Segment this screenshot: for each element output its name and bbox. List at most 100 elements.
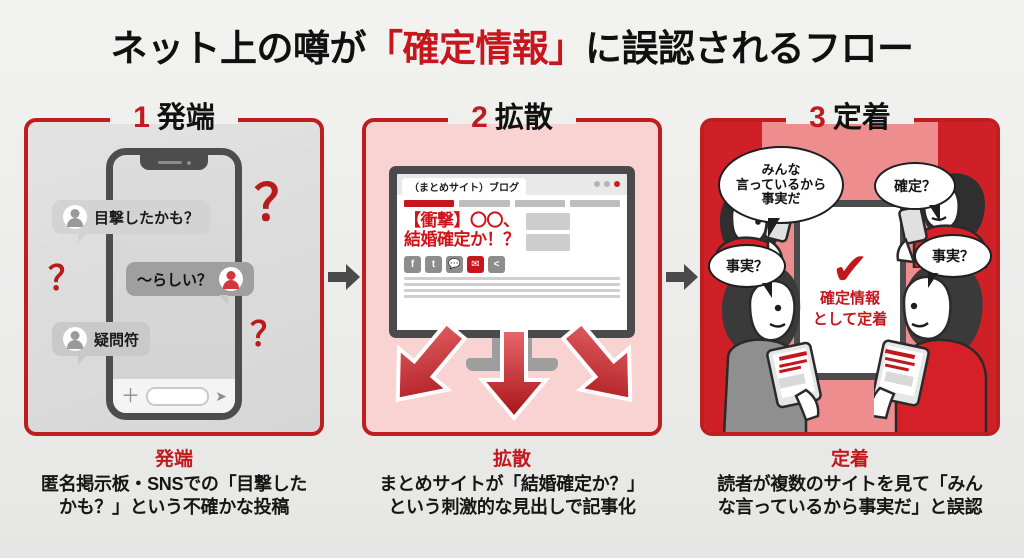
text-line (404, 283, 620, 286)
caption-line-1: 読者が複数のサイトを見て「みん (717, 474, 983, 494)
caption-heading: 発端 (154, 449, 193, 470)
person-right-front-illustration (874, 261, 988, 432)
chat-bubble-text: 〜らしい？ (137, 271, 213, 289)
header-gap-2 (448, 112, 576, 124)
twitter-icon: t (425, 256, 442, 273)
facebook-icon: f (404, 256, 421, 273)
caption-heading: 拡散 (492, 449, 531, 470)
message-input (146, 386, 210, 406)
spread-arrow-center-icon (474, 328, 554, 422)
headline-line-1: 【衝撃】〇〇、 (404, 211, 520, 230)
header-gap-1 (110, 112, 238, 124)
caption-spread: 拡散 まとめサイトが「結婚確定か？」 という刺激的な見出しで記事化 (346, 450, 678, 519)
speech-bubble-text: 事実？ (726, 257, 768, 274)
panel-spread: （まとめサイト）ブログ 【衝撃】〇〇、 結婚確定 (362, 118, 662, 436)
speech-bubble-everyone-says: みんな 言っているから 事実だ (718, 146, 844, 238)
caption-line-1: 匿名掲示板・SNSでの「目撃した (40, 474, 308, 494)
window-close-dot-icon (614, 181, 620, 187)
avatar (219, 267, 244, 291)
article-text-lines (397, 273, 627, 298)
window-controls (594, 181, 620, 187)
nav-item-active (404, 200, 455, 207)
panel-name: 発端 (156, 101, 215, 134)
flow-arrow-1 (326, 262, 362, 292)
text-line (404, 295, 620, 298)
headline-line-2: 結婚確定か！？ (404, 230, 520, 250)
panel-name: 定着 (832, 101, 891, 134)
panel-establish: ✔ 確定情報 として定着 みんな 言っているから 事実だ 確定？ 事実？ 事実？ (700, 118, 1000, 436)
chat-bubble: 〜らしい？ (126, 262, 255, 305)
comment-icon: 💬 (446, 256, 463, 273)
social-share-row: f t 💬 ✉ < (397, 251, 627, 273)
speaker-slot-icon (157, 161, 182, 164)
page-title: ネット上の噂が「確定情報」に誤認されるフロー (0, 18, 1024, 72)
speech-bubble-fact-right: 事実？ (914, 234, 992, 288)
question-mark-icon: ？ (250, 316, 284, 354)
avatar (63, 327, 87, 351)
panel-header-establish: 3 定着 (700, 100, 1000, 136)
person-left-illustration (722, 263, 822, 432)
article-body: 【衝撃】〇〇、 結婚確定か！？ (397, 207, 627, 251)
send-icon: ➤ (215, 388, 227, 404)
nav-item (514, 200, 565, 207)
plus-icon: ＋ (121, 385, 141, 407)
caption-line-2: かも？」という不確かな投稿 (58, 497, 290, 518)
browser-tab-bar: （まとめサイト）ブログ (397, 174, 627, 195)
caption-establish: 定着 読者が複数のサイトを見て「みん な言っているから事実だ」と誤認 (684, 450, 1016, 519)
speech-bubble-text: みんな 言っているから 事実だ (735, 161, 827, 207)
tablet-illustration: ✔ 確定情報 として定着 (794, 200, 906, 380)
panel-number: 2 (471, 101, 488, 134)
flow-arrow-2 (664, 262, 700, 292)
panel-name: 拡散 (494, 101, 553, 134)
nav-placeholder-row (397, 195, 627, 207)
caption-origin: 発端 匿名掲示板・SNSでの「目撃した かも？」という不確かな投稿 (8, 450, 340, 519)
panel-header-origin: 1 発端 (24, 100, 324, 136)
phone-input-bar: ＋ ➤ (113, 379, 235, 413)
front-camera-icon (186, 160, 191, 165)
panel-number: 1 (133, 101, 150, 134)
panel-number: 3 (809, 101, 826, 134)
speech-bubble-text: 事実？ (932, 247, 974, 264)
desktop-monitor-illustration: （まとめサイト）ブログ 【衝撃】〇〇、 結婚確定 (389, 166, 635, 371)
browser-tab: （まとめサイト）ブログ (402, 178, 526, 195)
sidebar-block (525, 234, 570, 251)
speech-bubble-fact-left: 事実？ (708, 244, 786, 298)
nav-item (569, 200, 620, 207)
avatar (63, 205, 87, 229)
caption-line-2: な言っているから事実だ」と誤認 (717, 497, 983, 518)
chat-bubble: 疑問符 (52, 322, 151, 365)
caption-line-1: まとめサイトが「結婚確定か？」 (379, 474, 645, 494)
window-dot-icon (604, 181, 610, 187)
title-after: に誤認されるフロー (585, 28, 914, 69)
sidebar-block (525, 213, 570, 230)
question-mark-icon: ？ (254, 175, 304, 231)
window-dot-icon (594, 181, 600, 187)
spread-arrow-right-icon (560, 318, 644, 414)
text-line (404, 289, 620, 292)
chat-bubble-text: 疑問符 (94, 331, 140, 349)
caption-line-2: という刺激的な見出しで記事化 (388, 497, 636, 518)
header-gap-3 (786, 112, 914, 124)
tablet-text-line-1: 確定情報 (819, 289, 880, 307)
mail-icon: ✉ (467, 256, 484, 273)
share-icon: < (488, 256, 505, 273)
chat-bubble-text: 目撃したかも？ (94, 209, 200, 227)
article-headline: 【衝撃】〇〇、 結婚確定か！？ (404, 211, 520, 251)
tablet-text-line-2: として定着 (812, 310, 888, 328)
chat-bubble: 目撃したかも？ (52, 200, 211, 243)
browser-window: （まとめサイト）ブログ 【衝撃】〇〇、 結婚確定 (389, 166, 635, 338)
nav-item (459, 200, 510, 207)
caption-heading: 定着 (830, 449, 869, 470)
speech-bubble-confirmed: 確定？ (874, 162, 956, 222)
title-highlight: 「確定情報」 (366, 28, 586, 69)
text-line (404, 277, 620, 280)
panel-header-spread: 2 拡散 (362, 100, 662, 136)
sidebar-placeholder (525, 211, 570, 251)
title-before: ネット上の噂が (110, 28, 367, 69)
phone-notch (140, 155, 208, 170)
question-mark-icon: ？ (48, 260, 82, 298)
speech-bubble-text: 確定？ (894, 177, 936, 194)
spread-arrow-left-icon (384, 318, 468, 414)
panel-origin: ＋ ➤ 目撃したかも？ 〜らしい？ 疑問符 ？ ？ ？ (24, 118, 324, 436)
